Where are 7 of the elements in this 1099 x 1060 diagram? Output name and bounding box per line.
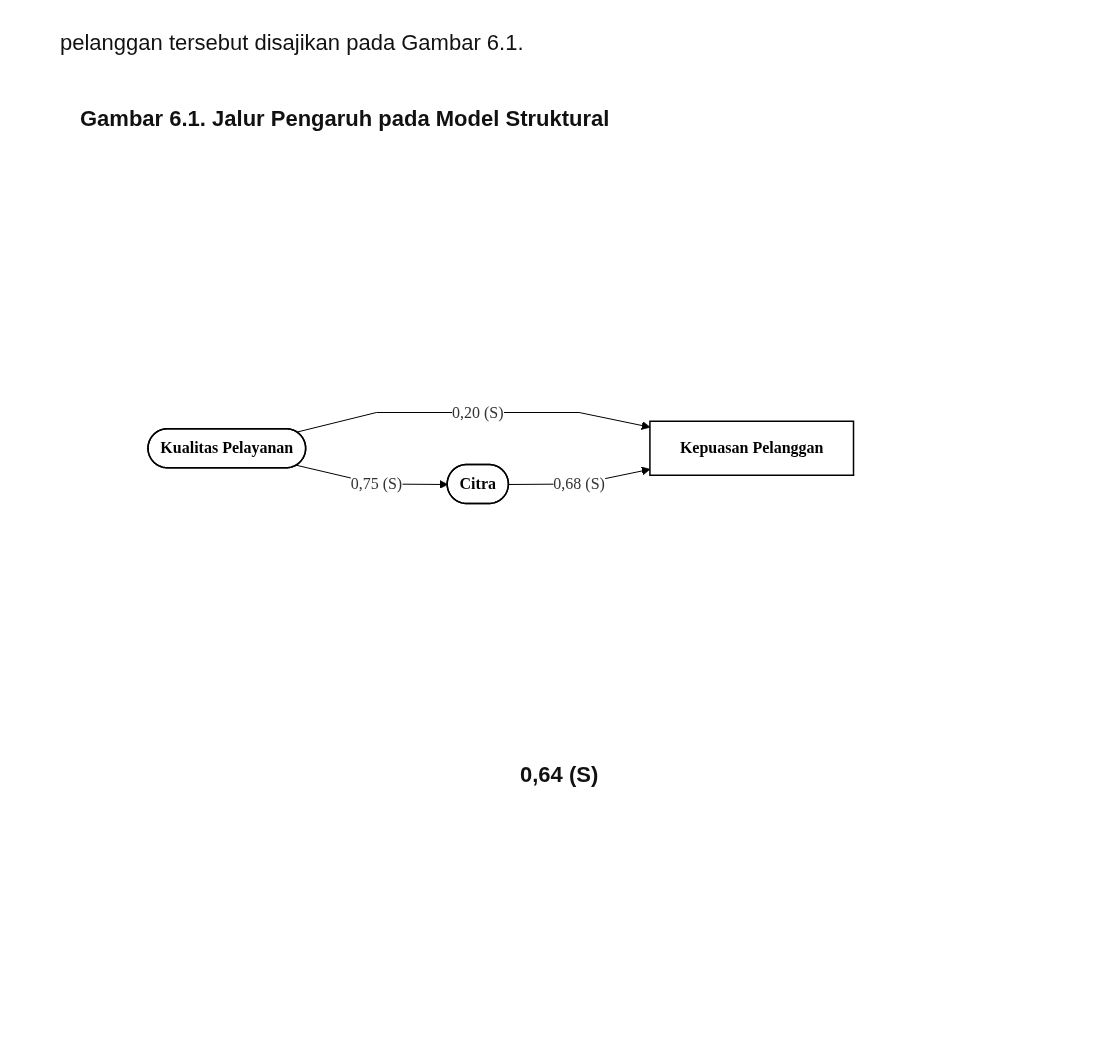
edge-label: 0,68 (S) xyxy=(553,475,605,492)
edge-label: 0,20 (S) xyxy=(452,403,504,421)
intro-sentence: pelanggan tersebut disajikan pada Gambar 6.1. xyxy=(60,30,525,56)
node-box: Kepuasan Pelanggan xyxy=(649,420,855,476)
coefficient-label: 0,64 (S) xyxy=(520,762,600,788)
figure-title: Gambar 6.1. Jalur Pengaruh pada Model Struktural xyxy=(80,106,611,132)
edge-label: 0,75 (S) xyxy=(350,475,403,492)
